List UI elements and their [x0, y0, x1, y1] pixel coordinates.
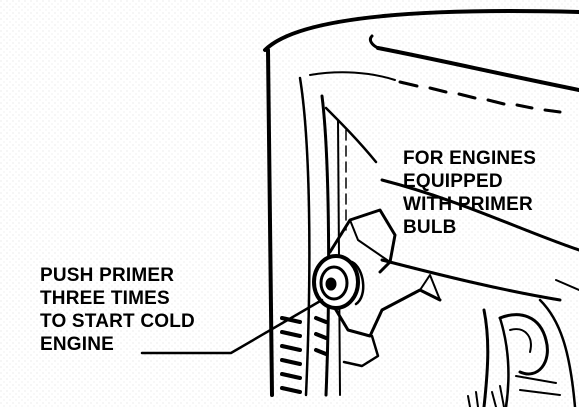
primer-bulb	[312, 254, 365, 310]
shroud-top	[263, 8, 579, 114]
leader-line	[140, 298, 324, 355]
push-primer-line-4: ENGINE	[40, 334, 115, 355]
primer-bulb-callout: FOR ENGINES EQUIPPED WITH PRIMER BULB	[403, 147, 536, 239]
primer-bulb-callout-line-1: FOR ENGINES	[403, 148, 537, 169]
housing-ribs	[280, 316, 328, 394]
primer-bulb-callout-line-2: EQUIPPED	[403, 171, 503, 192]
primer-bracket	[328, 208, 442, 368]
engine-lower-right	[467, 279, 579, 407]
primer-bulb-callout-line-3: WITH PRIMER	[403, 194, 533, 215]
push-primer-instruction: PUSH PRIMER THREE TIMES TO START COLD EN…	[40, 264, 195, 356]
push-primer-line-1: PUSH PRIMER	[40, 265, 175, 286]
primer-bulb-callout-line-4: BULB	[403, 217, 457, 238]
push-primer-line-2: THREE TIMES	[40, 288, 170, 309]
push-primer-line-3: TO START COLD	[40, 311, 195, 332]
